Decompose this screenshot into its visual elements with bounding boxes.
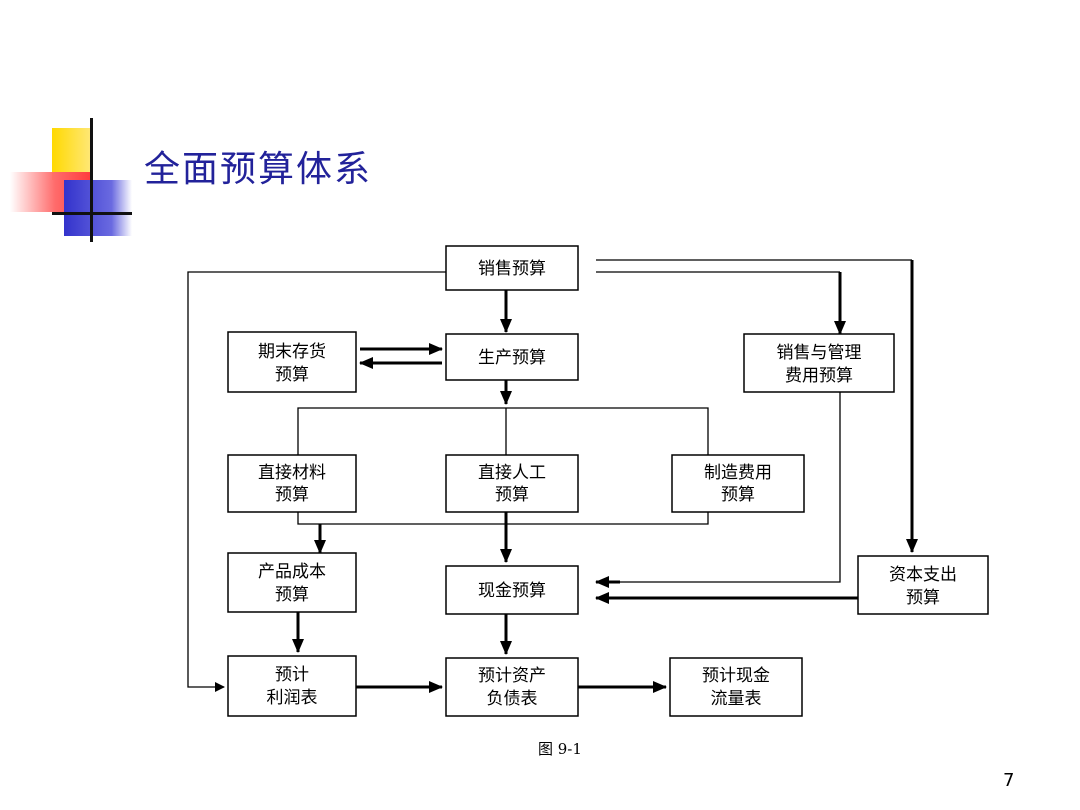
node-label-line2: 费用预算 <box>785 366 853 386</box>
node-box <box>671 454 805 513</box>
slide-title: 全面预算体系 <box>144 149 373 190</box>
node-label: 现金预算 <box>478 581 546 601</box>
node-label-line2: 预算 <box>906 588 940 608</box>
node-label: 生产预算 <box>478 348 546 368</box>
logo-yellow-square <box>52 128 92 180</box>
node-label-line1: 资本支出 <box>889 565 957 585</box>
node-label-line1: 预计资产 <box>478 666 546 686</box>
node-box <box>669 657 803 717</box>
node-selling-admin-budget: 销售与管理 费用预算 <box>743 333 895 393</box>
node-label-line1: 直接材料 <box>258 463 326 483</box>
slide-logo-decoration <box>0 0 140 250</box>
node-label-line2: 利润表 <box>267 688 318 708</box>
logo-vertical-line <box>90 118 93 242</box>
node-label-line2: 预算 <box>495 485 529 505</box>
node-box <box>445 454 579 513</box>
node-box <box>227 454 357 513</box>
node-balance-sheet: 预计资产 负债表 <box>445 657 579 717</box>
node-overhead-budget: 制造费用 预算 <box>671 454 805 513</box>
node-label-line1: 直接人工 <box>478 463 546 483</box>
node-label-line2: 预算 <box>275 365 309 385</box>
node-label-line1: 期末存货 <box>258 342 326 362</box>
diagram-connectors <box>187 259 918 693</box>
node-label-line1: 销售与管理 <box>777 343 862 363</box>
line-production-distribution <box>297 407 709 455</box>
logo-horizontal-line <box>52 212 132 215</box>
node-label: 销售预算 <box>478 259 546 279</box>
node-label-line1: 预计 <box>275 665 309 685</box>
node-label-line1: 制造费用 <box>704 463 772 483</box>
line-selling-admin-to-cash <box>600 392 841 583</box>
node-box <box>445 333 579 381</box>
node-box <box>445 657 579 717</box>
node-direct-materials-budget: 直接材料 预算 <box>227 454 357 513</box>
node-label-line2: 负债表 <box>487 689 538 709</box>
node-box <box>445 565 579 615</box>
node-cash-flow-statement: 预计现金 流量表 <box>669 657 803 717</box>
node-box <box>445 245 579 291</box>
node-sales-budget: 销售预算 <box>445 245 579 291</box>
page-number: 7 <box>1003 770 1015 791</box>
node-ending-inventory-budget: 期末存货 预算 <box>227 331 357 393</box>
node-direct-labor-budget: 直接人工 预算 <box>445 454 579 513</box>
arrow-sales-to-income-statement <box>187 271 446 692</box>
node-label-line2: 预算 <box>721 485 755 505</box>
node-income-statement: 预计 利润表 <box>227 655 357 717</box>
figure-caption: 图 9-1 <box>538 740 582 758</box>
node-label-line2: 预算 <box>275 485 309 505</box>
node-box <box>227 552 357 613</box>
node-label-line1: 产品成本 <box>258 562 326 582</box>
node-product-cost-budget: 产品成本 预算 <box>227 552 357 613</box>
node-label-line1: 预计现金 <box>702 666 770 686</box>
node-box <box>227 655 357 717</box>
line-cost-collection <box>297 512 709 525</box>
node-production-budget: 生产预算 <box>445 333 579 381</box>
node-box <box>857 555 989 615</box>
node-box <box>743 333 895 393</box>
node-label-line2: 预算 <box>275 585 309 605</box>
logo-blue-square <box>64 180 132 236</box>
node-box <box>227 331 357 393</box>
node-cash-budget: 现金预算 <box>445 565 579 615</box>
node-capex-budget: 资本支出 预算 <box>857 555 989 615</box>
node-label-line2: 流量表 <box>711 689 762 709</box>
